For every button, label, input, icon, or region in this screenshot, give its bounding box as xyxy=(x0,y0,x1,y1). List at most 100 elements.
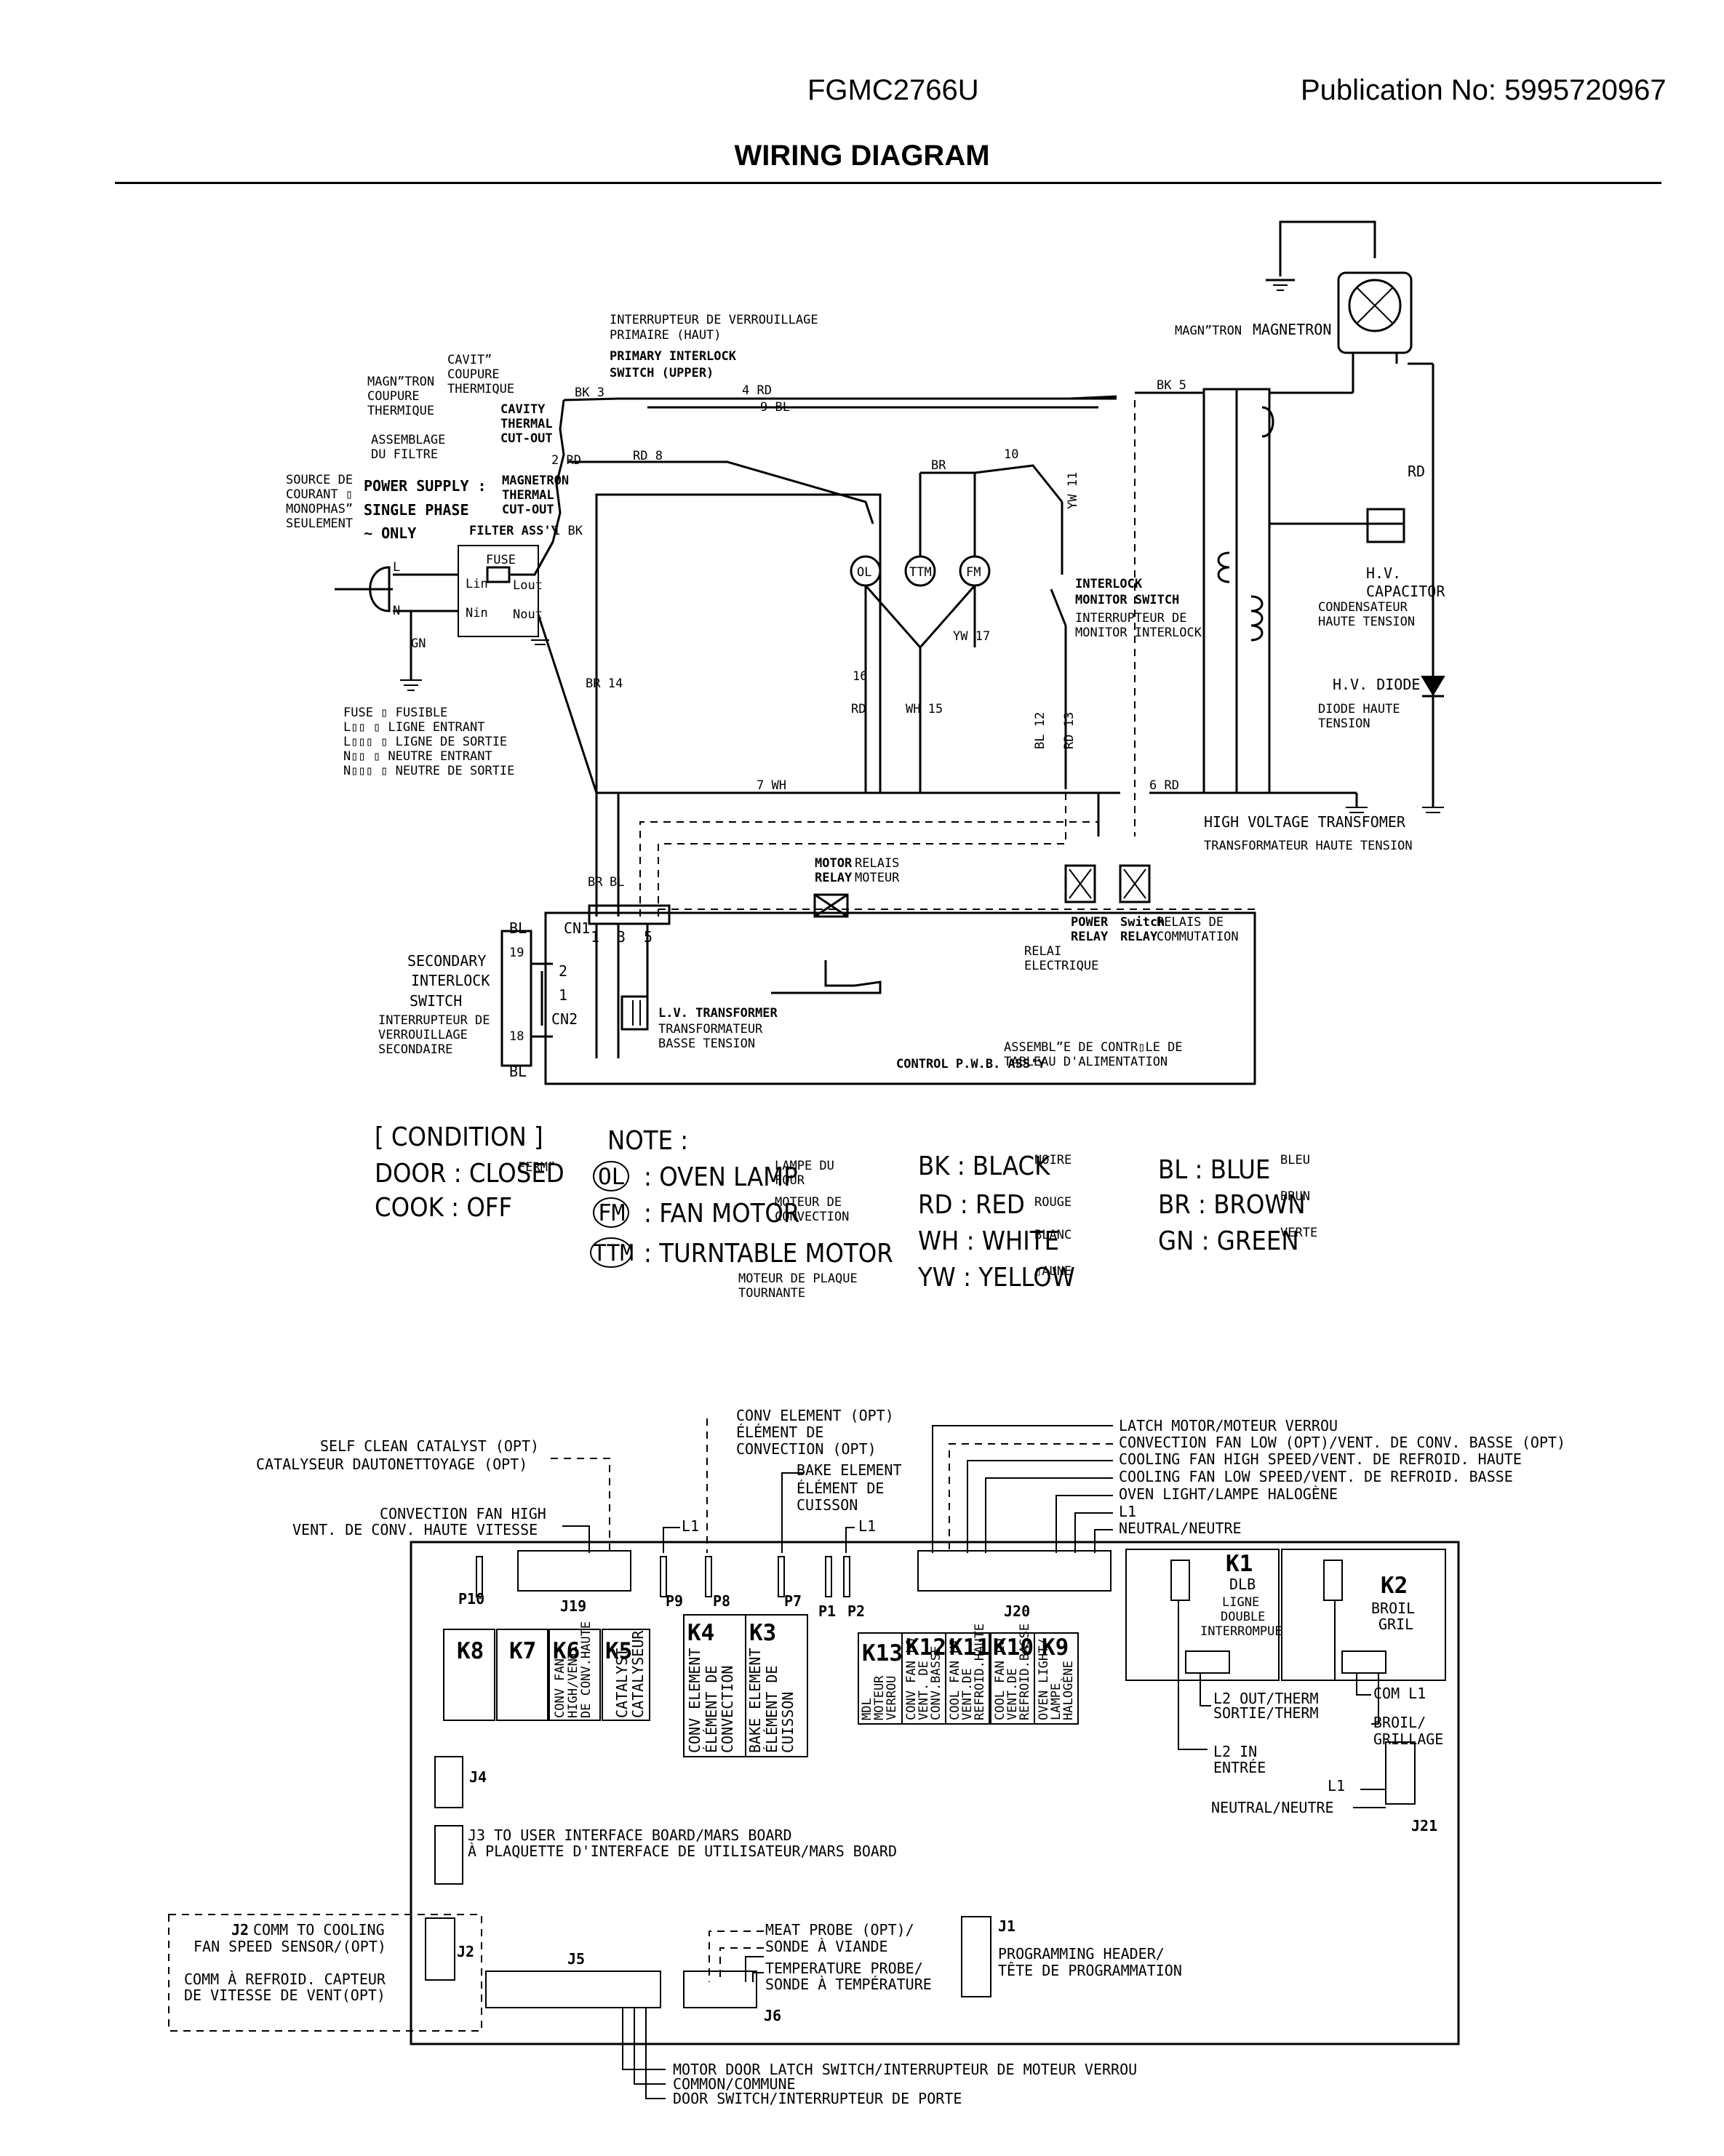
lv-transformer-fr-1: TRANSFORMATEUR xyxy=(658,1022,763,1037)
l1-line-label: L1 xyxy=(1119,1503,1136,1520)
door-condition-fr: FERM” xyxy=(518,1160,555,1175)
k6-text-2: HIGH/VENT. xyxy=(566,1644,580,1718)
l1-callout-a: L1 xyxy=(682,1517,699,1535)
temp-probe-label: TEMPERATURE PROBE/ xyxy=(765,1960,923,1977)
wire-bk3: BK 3 xyxy=(575,386,604,400)
power-relay-fr-2: ELECTRIQUE xyxy=(1024,959,1098,973)
l1-callout-b: L1 xyxy=(858,1517,876,1535)
top-labels: INTERRUPTEUR DE VERROUILLAGE PRIMAIRE (H… xyxy=(286,313,1445,1080)
turntable-motor-abbrev: TTM xyxy=(593,1240,634,1266)
k9-text-1: OVEN LIGHT/ xyxy=(1037,1638,1051,1720)
switch-relay-label-1: Switch xyxy=(1120,915,1165,930)
ground-gn-label: GN xyxy=(411,636,426,651)
k4-text-2: ÉLÉMENT DE xyxy=(703,1666,720,1753)
power-source-fr-2: COURANT ▯ xyxy=(286,487,353,502)
cn1-pin-1: 1 xyxy=(591,928,599,946)
k3-text-1: BAKE ELEMENT xyxy=(746,1648,764,1754)
power-supply-label-2: SINGLE PHASE xyxy=(364,501,469,519)
self-clean-label: SELF CLEAN CATALYST (OPT) xyxy=(320,1437,539,1455)
fuse-label: FUSE xyxy=(486,553,516,567)
k11-text-1: COOL FAN HI xyxy=(948,1638,962,1720)
p9-label: P9 xyxy=(666,1592,683,1610)
k9-text-2: LAMPE xyxy=(1049,1683,1063,1720)
motor-relay-fr-1: RELAIS xyxy=(855,856,899,871)
k12-text-2: VENT. DE xyxy=(917,1661,931,1720)
lv-transformer-label: L.V. TRANSFORMER xyxy=(658,1006,778,1021)
wire-wh15: WH 15 xyxy=(906,702,943,716)
secondary-terminal-19: 19 xyxy=(509,946,524,960)
j1-label: J1 xyxy=(998,1917,1015,1935)
j2-label: J2 xyxy=(457,1943,474,1960)
motor-relay-fr-2: MOTEUR xyxy=(855,871,900,885)
hv-capacitor-label-1: H.V. xyxy=(1366,564,1401,582)
cavity-cutout-fr-1: CAVIT” xyxy=(447,353,492,367)
j1-connector xyxy=(961,1916,991,1997)
secondary-interlock-label-2: INTERLOCK xyxy=(411,972,490,989)
oven-lamp-fr-1: LAMPE DU xyxy=(775,1159,834,1173)
oven-light-label: OVEN LIGHT/LAMPE HALOGÈNE xyxy=(1119,1485,1338,1503)
k13-text-1: MDL xyxy=(860,1698,874,1720)
k6-label: K6 xyxy=(553,1638,580,1664)
magnetron-cutout-label-3: CUT-OUT xyxy=(502,503,554,517)
j3-connector xyxy=(434,1825,463,1885)
j21-label: J21 xyxy=(1411,1817,1437,1834)
secondary-interlock-fr-1: INTERRUPTEUR DE xyxy=(378,1013,490,1028)
k3-label: K3 xyxy=(749,1620,776,1646)
power-source-fr-1: SOURCE DE xyxy=(286,473,353,487)
model-number: FGMC2766U xyxy=(807,74,979,106)
cavity-cutout-label-3: CUT-OUT xyxy=(500,431,553,446)
lout-label: Lout xyxy=(513,578,543,593)
hv-diode-fr-1: DIODE HAUTE xyxy=(1318,702,1400,716)
wire-1bk: 1 BK xyxy=(553,524,583,538)
wire-rd: RD xyxy=(1408,463,1425,480)
k5-text-2: CATALYSEUR xyxy=(629,1630,647,1718)
wire-10: 10 xyxy=(1004,447,1018,462)
cooling-fan-high-label: COOLING FAN HIGH SPEED/VENT. DE REFROID.… xyxy=(1119,1450,1522,1468)
bake-element-fr-2: CUISSON xyxy=(797,1496,858,1514)
fuse-legend-4: N▯▯ ▯ NEUTRE ENTRANT xyxy=(343,749,492,764)
power-source-fr-4: SEULEMENT xyxy=(286,516,353,531)
publication-number: Publication No: 5995720967 xyxy=(1301,74,1667,106)
j4-connector xyxy=(434,1756,463,1808)
power-relay-label-1: POWER xyxy=(1071,915,1109,930)
wire-br14: BR 14 xyxy=(586,676,623,691)
interlock-monitor-fr-1: INTERRUPTEUR DE xyxy=(1075,611,1187,626)
oven-lamp-symbol: OL xyxy=(857,565,871,580)
wire-7wh: 7 WH xyxy=(757,778,786,793)
cn2-label: CN2 xyxy=(551,1010,578,1028)
fan-motor-fr-1: MOTEUR DE xyxy=(775,1195,842,1210)
temp-probe-fr: SONDE À TEMPÉRATURE xyxy=(765,1976,932,1993)
k1-text-2: LIGNE xyxy=(1222,1595,1259,1610)
j2-connector xyxy=(425,1917,455,1981)
cavity-cutout-fr-3: THERMIQUE xyxy=(447,382,514,396)
hv-diode-label: H.V. DIODE xyxy=(1333,676,1420,693)
condition-label: [ CONDITION ] xyxy=(375,1122,543,1152)
fan-motor-symbol: FM xyxy=(966,565,981,580)
color-code-bl-fr: BLEU xyxy=(1280,1153,1310,1167)
cn2-pin-2: 2 xyxy=(559,962,567,980)
color-code-wh: WH : WHITE xyxy=(918,1226,1059,1256)
k4-label: K4 xyxy=(687,1620,714,1646)
com-l1-label: COM L1 xyxy=(1373,1685,1426,1702)
hv-diode-fr-2: TENSION xyxy=(1318,716,1370,731)
k5-label: K5 xyxy=(605,1638,632,1664)
programming-header-fr: TÊTE DE PROGRAMMATION xyxy=(998,1962,1182,1979)
lv-transformer-fr-2: BASSE TENSION xyxy=(658,1037,755,1051)
cn1-pin-3: 3 xyxy=(617,928,626,946)
wire-bk5: BK 5 xyxy=(1157,378,1186,393)
fuse-legend-3: L▯▯▯ ▯ LIGNE DE SORTIE xyxy=(343,735,507,749)
k9-text-3: HALOGÈNE xyxy=(1060,1661,1076,1720)
k11-label: K11 xyxy=(949,1634,990,1661)
wire-bl12: BL 12 xyxy=(1033,712,1047,749)
j2-comm-label: COMM TO COOLING xyxy=(253,1921,385,1939)
k13-text-3: VERROU xyxy=(885,1676,899,1720)
k12-text-3: CONV.BASSE xyxy=(929,1646,943,1720)
fuse-legend-1: FUSE ▯ FUSIBLE xyxy=(343,706,447,720)
lin-label: Lin xyxy=(466,577,488,591)
wire-4rd: 4 RD xyxy=(742,383,772,398)
filter-label: FILTER ASS'Y xyxy=(469,524,559,538)
secondary-wire-bl-top: BL xyxy=(509,919,527,937)
k10-label: K10 xyxy=(993,1634,1034,1661)
k7-label: K7 xyxy=(509,1638,536,1664)
